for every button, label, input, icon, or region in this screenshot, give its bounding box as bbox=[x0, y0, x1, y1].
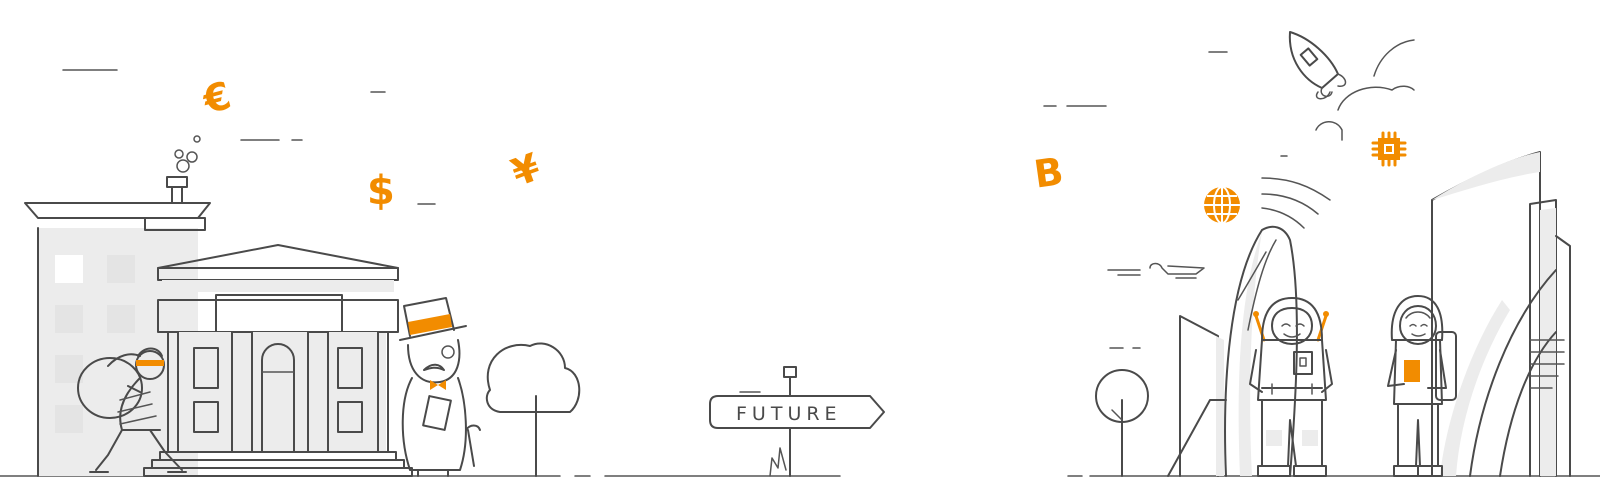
chip-icon bbox=[1371, 131, 1407, 167]
round-tree bbox=[485, 342, 581, 477]
globe-icon bbox=[1204, 186, 1240, 224]
thief-character bbox=[77, 347, 187, 473]
floating-dashes bbox=[62, 51, 1288, 349]
top-hat-character bbox=[399, 297, 481, 477]
yen-icon: ¥ bbox=[506, 145, 546, 195]
signal-waves bbox=[1261, 177, 1331, 229]
bitcoin-icon: B bbox=[1031, 149, 1066, 197]
dollar-icon: $ bbox=[367, 168, 395, 214]
floating-currency-left: € $ ¥ bbox=[198, 73, 546, 214]
drone bbox=[1107, 262, 1205, 279]
cloud-arcs bbox=[1315, 39, 1415, 141]
small-tree-right bbox=[1095, 369, 1149, 477]
euro-icon: € bbox=[198, 73, 236, 123]
future-signpost: FUTURE bbox=[709, 366, 885, 477]
futuristic-towers bbox=[1167, 151, 1571, 477]
bank-building bbox=[143, 244, 413, 477]
rocket bbox=[1288, 31, 1347, 100]
sign-label: FUTURE bbox=[736, 403, 842, 425]
astronaut-left bbox=[1249, 297, 1333, 477]
astronaut-right bbox=[1387, 295, 1457, 477]
